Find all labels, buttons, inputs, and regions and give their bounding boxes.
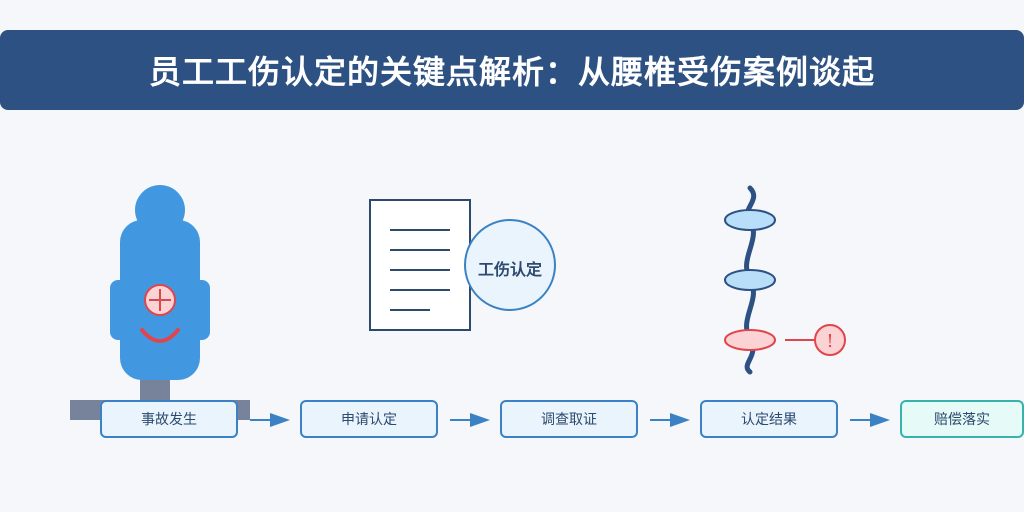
stamp-label: 工伤认定 <box>478 260 542 279</box>
step-compensation-implemented: 赔偿落实 <box>900 400 1024 438</box>
arrow-right-icon <box>450 413 490 427</box>
document-icon <box>369 199 471 331</box>
step-investigate-evidence: 调查取证 <box>500 400 638 438</box>
worker-figure <box>70 185 250 420</box>
stamp-circle <box>464 219 556 311</box>
step-label: 申请认定 <box>341 412 397 428</box>
arrow-right-icon <box>850 413 890 427</box>
figure-left-arm <box>110 280 132 340</box>
arrow-right-icon <box>650 413 690 427</box>
figure-right-arm <box>188 280 210 340</box>
vertebra-disc <box>724 209 776 231</box>
injury-cross-icon <box>144 284 176 316</box>
step-accident-occurs: 事故发生 <box>100 400 238 438</box>
step-apply-certification: 申请认定 <box>300 400 438 438</box>
alert-icon <box>814 324 846 356</box>
lower-back-pain-mark <box>140 328 180 343</box>
page-title: 员工工伤认定的关键点解析：从腰椎受伤案例谈起 <box>148 53 875 91</box>
title-banner: 员工工伤认定的关键点解析：从腰椎受伤案例谈起 <box>0 30 1024 110</box>
certification-document: 工伤认定 <box>369 199 556 331</box>
step-label: 事故发生 <box>141 412 197 428</box>
arrow-right-icon <box>250 413 290 427</box>
step-label: 认定结果 <box>741 412 797 428</box>
vertebra-disc <box>724 269 776 291</box>
step-label: 调查取证 <box>541 412 597 428</box>
step-label: 赔偿落实 <box>934 412 990 428</box>
step-certification-result: 认定结果 <box>700 400 838 438</box>
injured-vertebra-disc <box>724 329 776 351</box>
spine-illustration: ! <box>724 185 846 375</box>
alert-symbol: ! <box>826 331 833 352</box>
